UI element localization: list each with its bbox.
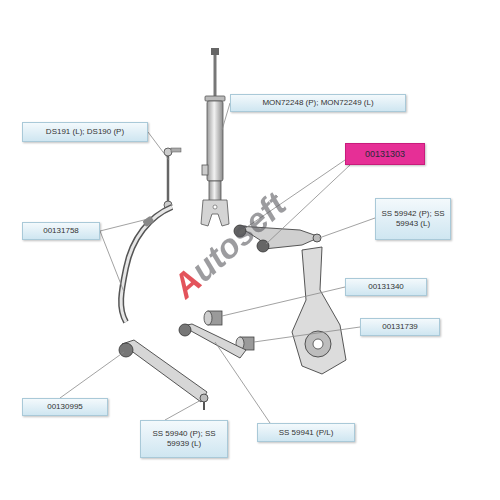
part-label-box: DS191 (L); DS190 (P) xyxy=(22,122,148,142)
sway-bar-shine xyxy=(121,207,172,322)
part-number: 00131303 xyxy=(365,149,405,159)
bracket-hole xyxy=(213,205,217,209)
leader-line xyxy=(60,352,124,398)
lower-arm-bushing xyxy=(119,343,133,357)
strut-nut xyxy=(211,48,219,55)
sway-bar xyxy=(121,207,172,322)
leader-line xyxy=(222,103,230,130)
part-number: DS191 (L); DS190 (P) xyxy=(46,127,124,137)
part-number: SS 59940 (P); SS 59939 (L) xyxy=(145,429,223,449)
leader-line xyxy=(215,342,270,423)
part-number: MON72248 (P); MON72249 (L) xyxy=(262,98,373,108)
part-label-box: MON72248 (P); MON72249 (L) xyxy=(230,94,406,112)
knuckle-hub xyxy=(305,331,331,357)
part-label-box: SS 59940 (P); SS 59939 (L) xyxy=(140,420,228,458)
strut-mount xyxy=(205,96,225,101)
lower-control-arm xyxy=(122,340,207,402)
link-stud xyxy=(171,148,181,152)
strut-rod xyxy=(214,55,217,100)
part-number: 00131340 xyxy=(368,282,404,292)
part-label-box: 00131340 xyxy=(345,278,427,296)
part-label-box: 00130995 xyxy=(22,398,108,416)
steering-knuckle xyxy=(292,247,346,374)
part-number: 00131739 xyxy=(382,322,418,332)
sway-bar-bushing xyxy=(142,216,154,227)
leader-line xyxy=(100,219,148,231)
part-number: 00130995 xyxy=(47,402,83,412)
leader-line xyxy=(100,231,124,292)
strut-body xyxy=(207,101,223,181)
part-number: 00131758 xyxy=(43,226,79,236)
lower-link-arm xyxy=(182,324,246,358)
strut-tab xyxy=(202,165,208,175)
ball-joint-stud xyxy=(203,402,205,410)
leader-line xyxy=(148,132,169,160)
hub-bore xyxy=(313,339,323,349)
bushing-face xyxy=(204,311,212,325)
part-number: SS 59942 (P); SS 59943 (L) xyxy=(380,209,446,229)
leader-line xyxy=(319,218,375,238)
part-label-box: SS 59941 (P/L) xyxy=(257,423,355,442)
lower-ball-joint xyxy=(200,394,208,402)
leader-line xyxy=(222,287,345,316)
leader-line xyxy=(165,400,201,420)
part-number: SS 59941 (P/L) xyxy=(279,428,334,438)
part-label-box: 00131739 xyxy=(360,318,440,336)
leader-line xyxy=(254,327,360,342)
link-arm-bushing xyxy=(179,324,191,336)
part-label-box: SS 59942 (P); SS 59943 (L) xyxy=(375,198,451,240)
part-label-box: 00131758 xyxy=(22,222,100,240)
highlighted-part-label: 00131303 xyxy=(345,143,425,165)
